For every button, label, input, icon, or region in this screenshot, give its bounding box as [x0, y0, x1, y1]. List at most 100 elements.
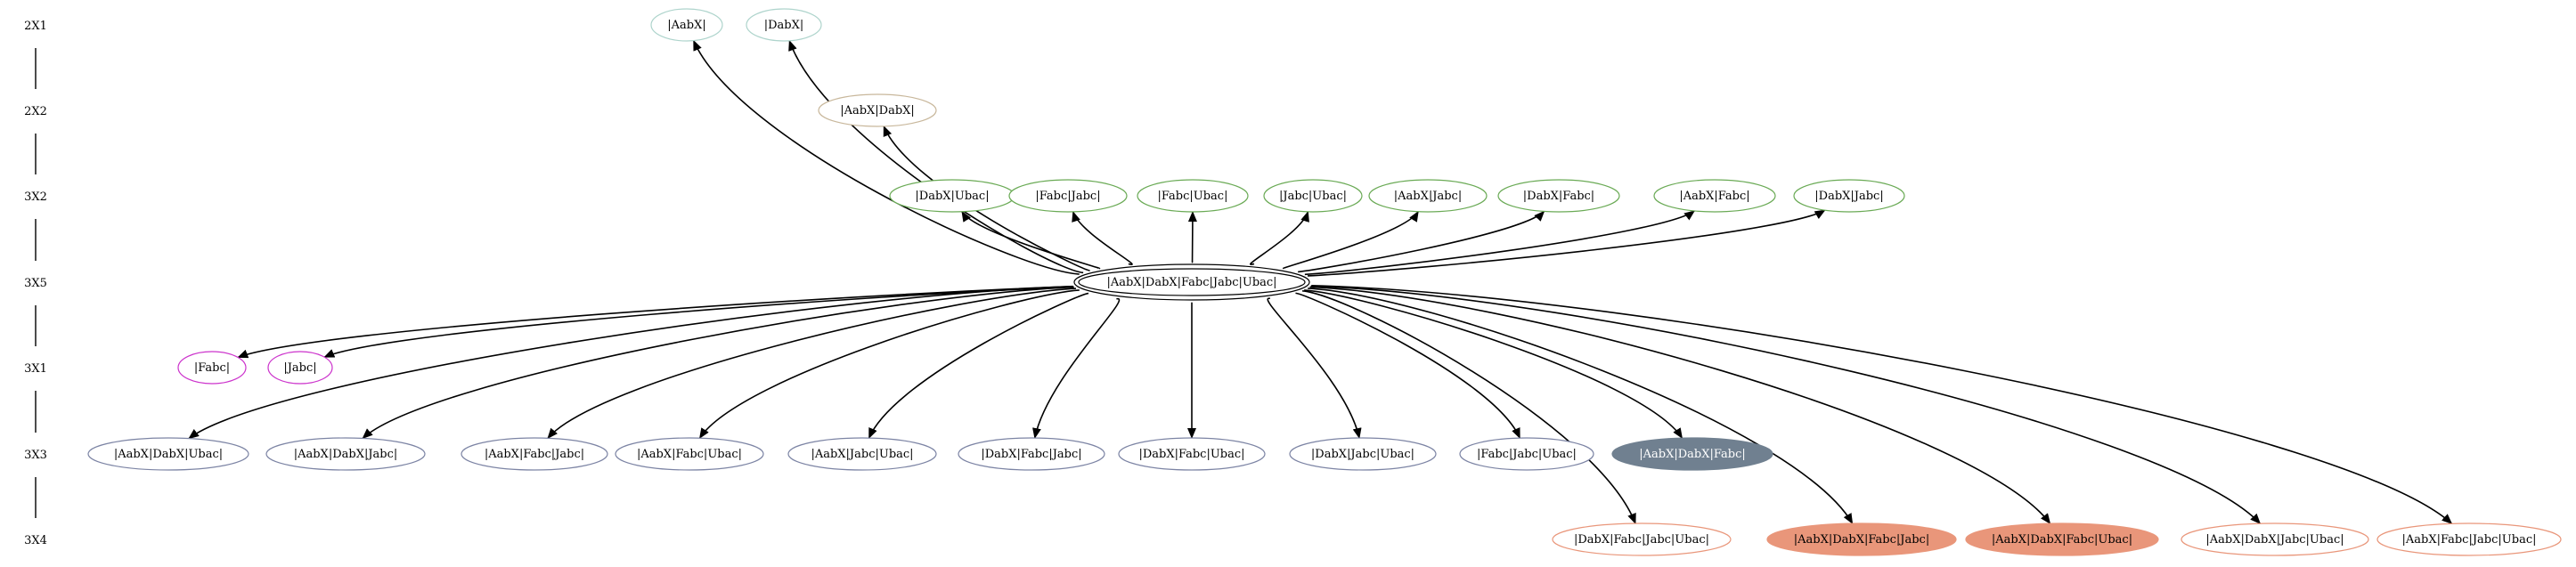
node-n19: |AabX|Jabc|Ubac| [787, 437, 937, 471]
node-n22: |DabX|Jabc|Ubac| [1289, 437, 1437, 471]
node-n1: |AabX| [650, 8, 723, 42]
node-label: |AabX|DabX|Ubac| [114, 448, 223, 461]
node-label: |DabX| [764, 19, 804, 32]
edge-center-to-n24 [1304, 289, 1683, 439]
edge-center-to-n8 [1283, 210, 1419, 270]
node-n7: |Jabc|Ubac| [1263, 179, 1363, 213]
edge-center-to-n10 [1304, 210, 1696, 276]
rank-label-2x1: 2X1 [24, 20, 47, 33]
edge-center-to-n20 [1032, 297, 1121, 439]
rank-label-3x1: 3X1 [24, 362, 47, 376]
node-n23: |Fabc|Jabc|Ubac| [1459, 437, 1594, 471]
node-label: |AabX|Fabc|Jabc|Ubac| [2402, 533, 2537, 547]
node-label: |AabX|DabX|Jabc| [294, 448, 398, 461]
node-n9: |DabX|Fabc| [1497, 179, 1620, 213]
node-ellipse [787, 437, 937, 471]
node-ellipse [746, 8, 822, 42]
edge-center-to-n16 [362, 286, 1074, 440]
node-label: |Jabc| [283, 361, 316, 375]
node-label: |AabX|DabX|Fabc|Jabc|Ubac| [1106, 276, 1276, 289]
node-label: |Fabc| [194, 361, 230, 375]
node-n10: |AabX|Fabc| [1653, 179, 1776, 213]
node-ellipse [267, 351, 333, 385]
node-label: |DabX|Fabc| [1523, 190, 1594, 203]
node-n20: |DabX|Fabc|Jabc| [958, 437, 1105, 471]
node-label: |DabX|Fabc|Jabc|Ubac| [1574, 533, 1709, 547]
node-n26: |AabX|DabX|Fabc|Jabc| [1766, 522, 1957, 556]
node-label: |DabX|Fabc|Ubac| [1138, 448, 1244, 461]
node-label: |AabX|DabX|Fabc| [1639, 448, 1745, 461]
edge-center-to-n22 [1267, 297, 1362, 439]
node-ellipse [1611, 437, 1773, 471]
edge-center-to-n15 [188, 285, 1073, 440]
node-ellipse [818, 93, 937, 127]
node-ellipse [1137, 179, 1249, 213]
node-ellipse [1497, 179, 1620, 213]
node-n28: |AabX|DabX|Jabc|Ubac| [2181, 522, 2369, 556]
node-label: |Jabc|Ubac| [1279, 190, 1347, 203]
node-n4: |DabX|Ubac| [889, 179, 1015, 213]
node-ellipse [1118, 437, 1266, 471]
node-label: |AabX| [667, 19, 705, 32]
edge-center-to-n19 [868, 292, 1089, 439]
node-label: |Fabc|Jabc| [1035, 190, 1100, 203]
node-ellipse [87, 437, 249, 471]
node-label: |AabX|Fabc|Ubac| [637, 448, 742, 461]
node-label: |AabX|Jabc| [1394, 190, 1462, 203]
edge-center-to-n4 [961, 210, 1100, 270]
edge-center-to-n18 [698, 289, 1080, 440]
edge-center-to-n17 [547, 288, 1077, 440]
node-ellipse [1653, 179, 1776, 213]
edge-center-to-n28 [1310, 285, 2262, 524]
edge-center-to-n23 [1295, 292, 1520, 440]
node-n17: |AabX|Fabc|Jabc| [461, 437, 608, 471]
node-ellipse [1263, 179, 1363, 213]
node-ellipse [1289, 437, 1437, 471]
edge-center-to-n26 [1308, 288, 1854, 524]
node-center: |AabX|DabX|Fabc|Jabc|Ubac| [1073, 263, 1310, 301]
rank-label-2x2: 2X2 [24, 105, 47, 118]
edge-layer [188, 39, 2453, 524]
edge-center-to-n25 [1302, 290, 1636, 524]
node-n25: |DabX|Fabc|Jabc|Ubac| [1552, 522, 1732, 556]
node-label: |DabX|Ubac| [915, 190, 989, 203]
edge-center-to-n29 [1311, 284, 2453, 524]
node-n6: |Fabc|Ubac| [1137, 179, 1249, 213]
node-label: |DabX|Jabc|Ubac| [1311, 448, 1414, 461]
node-ellipse [1965, 522, 2159, 556]
node-ellipse [265, 437, 426, 471]
edge-center-to-n3 [883, 125, 1090, 271]
node-ellipse [650, 8, 723, 42]
rank-label-3x3: 3X3 [24, 449, 47, 462]
node-label: |DabX|Jabc| [1814, 190, 1883, 203]
node-n27: |AabX|DabX|Fabc|Ubac| [1965, 522, 2159, 556]
node-ellipse [2181, 522, 2369, 556]
node-ellipse [1008, 179, 1128, 213]
node-label: |Fabc|Jabc|Ubac| [1477, 448, 1577, 461]
node-label: |Fabc|Ubac| [1158, 190, 1228, 203]
node-ellipse [1459, 437, 1594, 471]
node-n24: |AabX|DabX|Fabc| [1611, 437, 1773, 471]
node-ellipse [177, 351, 247, 385]
node-n29: |AabX|Fabc|Jabc|Ubac| [2376, 522, 2562, 556]
node-layer: |AabX| |DabX| |AabX|DabX| |DabX|Ubac| |Fabc|… [87, 8, 2562, 556]
node-n18: |AabX|Fabc|Ubac| [615, 437, 764, 471]
node-ellipse [461, 437, 608, 471]
node-ellipse [615, 437, 764, 471]
edge-center-to-n1 [692, 39, 1080, 275]
node-label: |AabX|DabX| [840, 104, 915, 117]
node-label: |AabX|DabX|Fabc|Ubac| [1992, 533, 2132, 547]
rank-label-3x5: 3X5 [24, 277, 47, 290]
edge-center-to-n11 [1307, 209, 1826, 277]
rank-label-3x4: 3X4 [24, 534, 47, 547]
edge-center-to-n2 [788, 39, 1084, 274]
node-inner-ellipse [1078, 268, 1306, 296]
node-n11: |DabX|Jabc| [1793, 179, 1905, 213]
node-n14: |Jabc| [267, 351, 333, 385]
node-n8: |AabX|Jabc| [1368, 179, 1488, 213]
node-label: |AabX|DabX|Jabc|Ubac| [2205, 533, 2344, 547]
node-ellipse [958, 437, 1105, 471]
edge-center-to-n5 [1072, 210, 1133, 266]
node-ellipse [1766, 522, 1957, 556]
edge-center-to-n13 [237, 286, 1073, 359]
